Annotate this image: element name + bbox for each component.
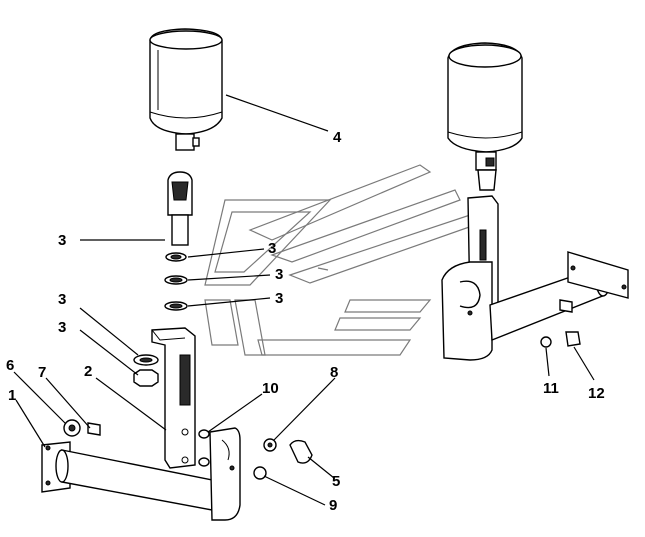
callout-3-pin: 3 — [58, 232, 66, 249]
callout-3-washer-b: 3 — [275, 266, 283, 283]
callout-11: 11 — [543, 380, 559, 397]
watermark-logo — [204, 164, 476, 356]
washer-stack — [164, 252, 188, 311]
callout-3-washer-c: 3 — [275, 290, 283, 307]
callout-7: 7 — [38, 364, 46, 381]
callout-4: 4 — [333, 129, 342, 146]
hardware-bits-left — [63, 419, 313, 480]
mounting-plate-left — [209, 427, 241, 521]
beacon-lamp-left — [149, 28, 223, 151]
mount-pin — [167, 171, 193, 246]
beacon-lamp-right — [447, 42, 523, 191]
callout-3-washer-a: 3 — [268, 240, 276, 257]
callout-3-side-washer: 3 — [58, 291, 66, 308]
callout-6: 6 — [6, 357, 14, 374]
tube-arm-left — [41, 441, 213, 511]
callout-10: 10 — [262, 380, 279, 397]
washer-and-nut — [133, 354, 159, 387]
callout-8: 8 — [330, 364, 338, 381]
tube-arm-right — [489, 251, 629, 348]
callout-labels: 4 3 3 3 3 3 3 2 6 7 1 10 8 5 9 11 12 — [6, 129, 605, 514]
callout-9: 9 — [329, 497, 337, 514]
callout-2: 2 — [84, 363, 92, 380]
callout-1: 1 — [8, 387, 16, 404]
callout-12: 12 — [588, 385, 605, 402]
callout-5: 5 — [332, 473, 340, 490]
bracket-left — [151, 327, 196, 469]
leader-lines — [13, 94, 595, 506]
mounting-plate-right — [441, 261, 493, 361]
callout-3-nut: 3 — [58, 319, 66, 336]
